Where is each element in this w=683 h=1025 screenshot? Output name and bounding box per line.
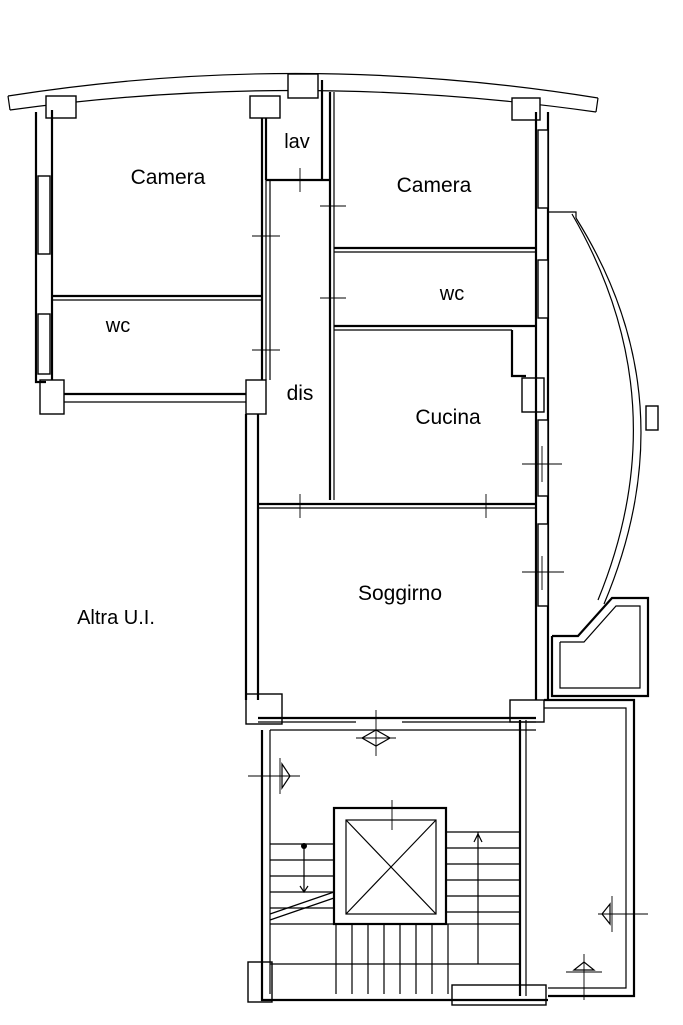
- label-wc-right: wc: [439, 283, 464, 305]
- left-wing-walls: [34, 110, 267, 403]
- label-camera-right: Camera: [397, 174, 472, 197]
- pillars: [39, 73, 547, 1006]
- label-lav: lav: [284, 131, 310, 153]
- corridor-walls: [244, 80, 335, 700]
- label-altra: Altra U.I.: [77, 607, 155, 629]
- label-wc-left: wc: [105, 315, 130, 337]
- label-dis: dis: [287, 382, 314, 405]
- right-wing-walls: [334, 112, 550, 700]
- room-labels: Camera lav Camera wc wc dis Cucina Soggi…: [77, 131, 481, 629]
- label-cucina: Cucina: [415, 406, 481, 429]
- label-soggirno: Soggirno: [358, 582, 442, 605]
- living-walls: [258, 502, 536, 723]
- stair-block: [260, 698, 636, 1002]
- door-marks: [248, 168, 648, 1000]
- label-camera-left: Camera: [131, 166, 206, 189]
- curved-balcony: [548, 211, 659, 698]
